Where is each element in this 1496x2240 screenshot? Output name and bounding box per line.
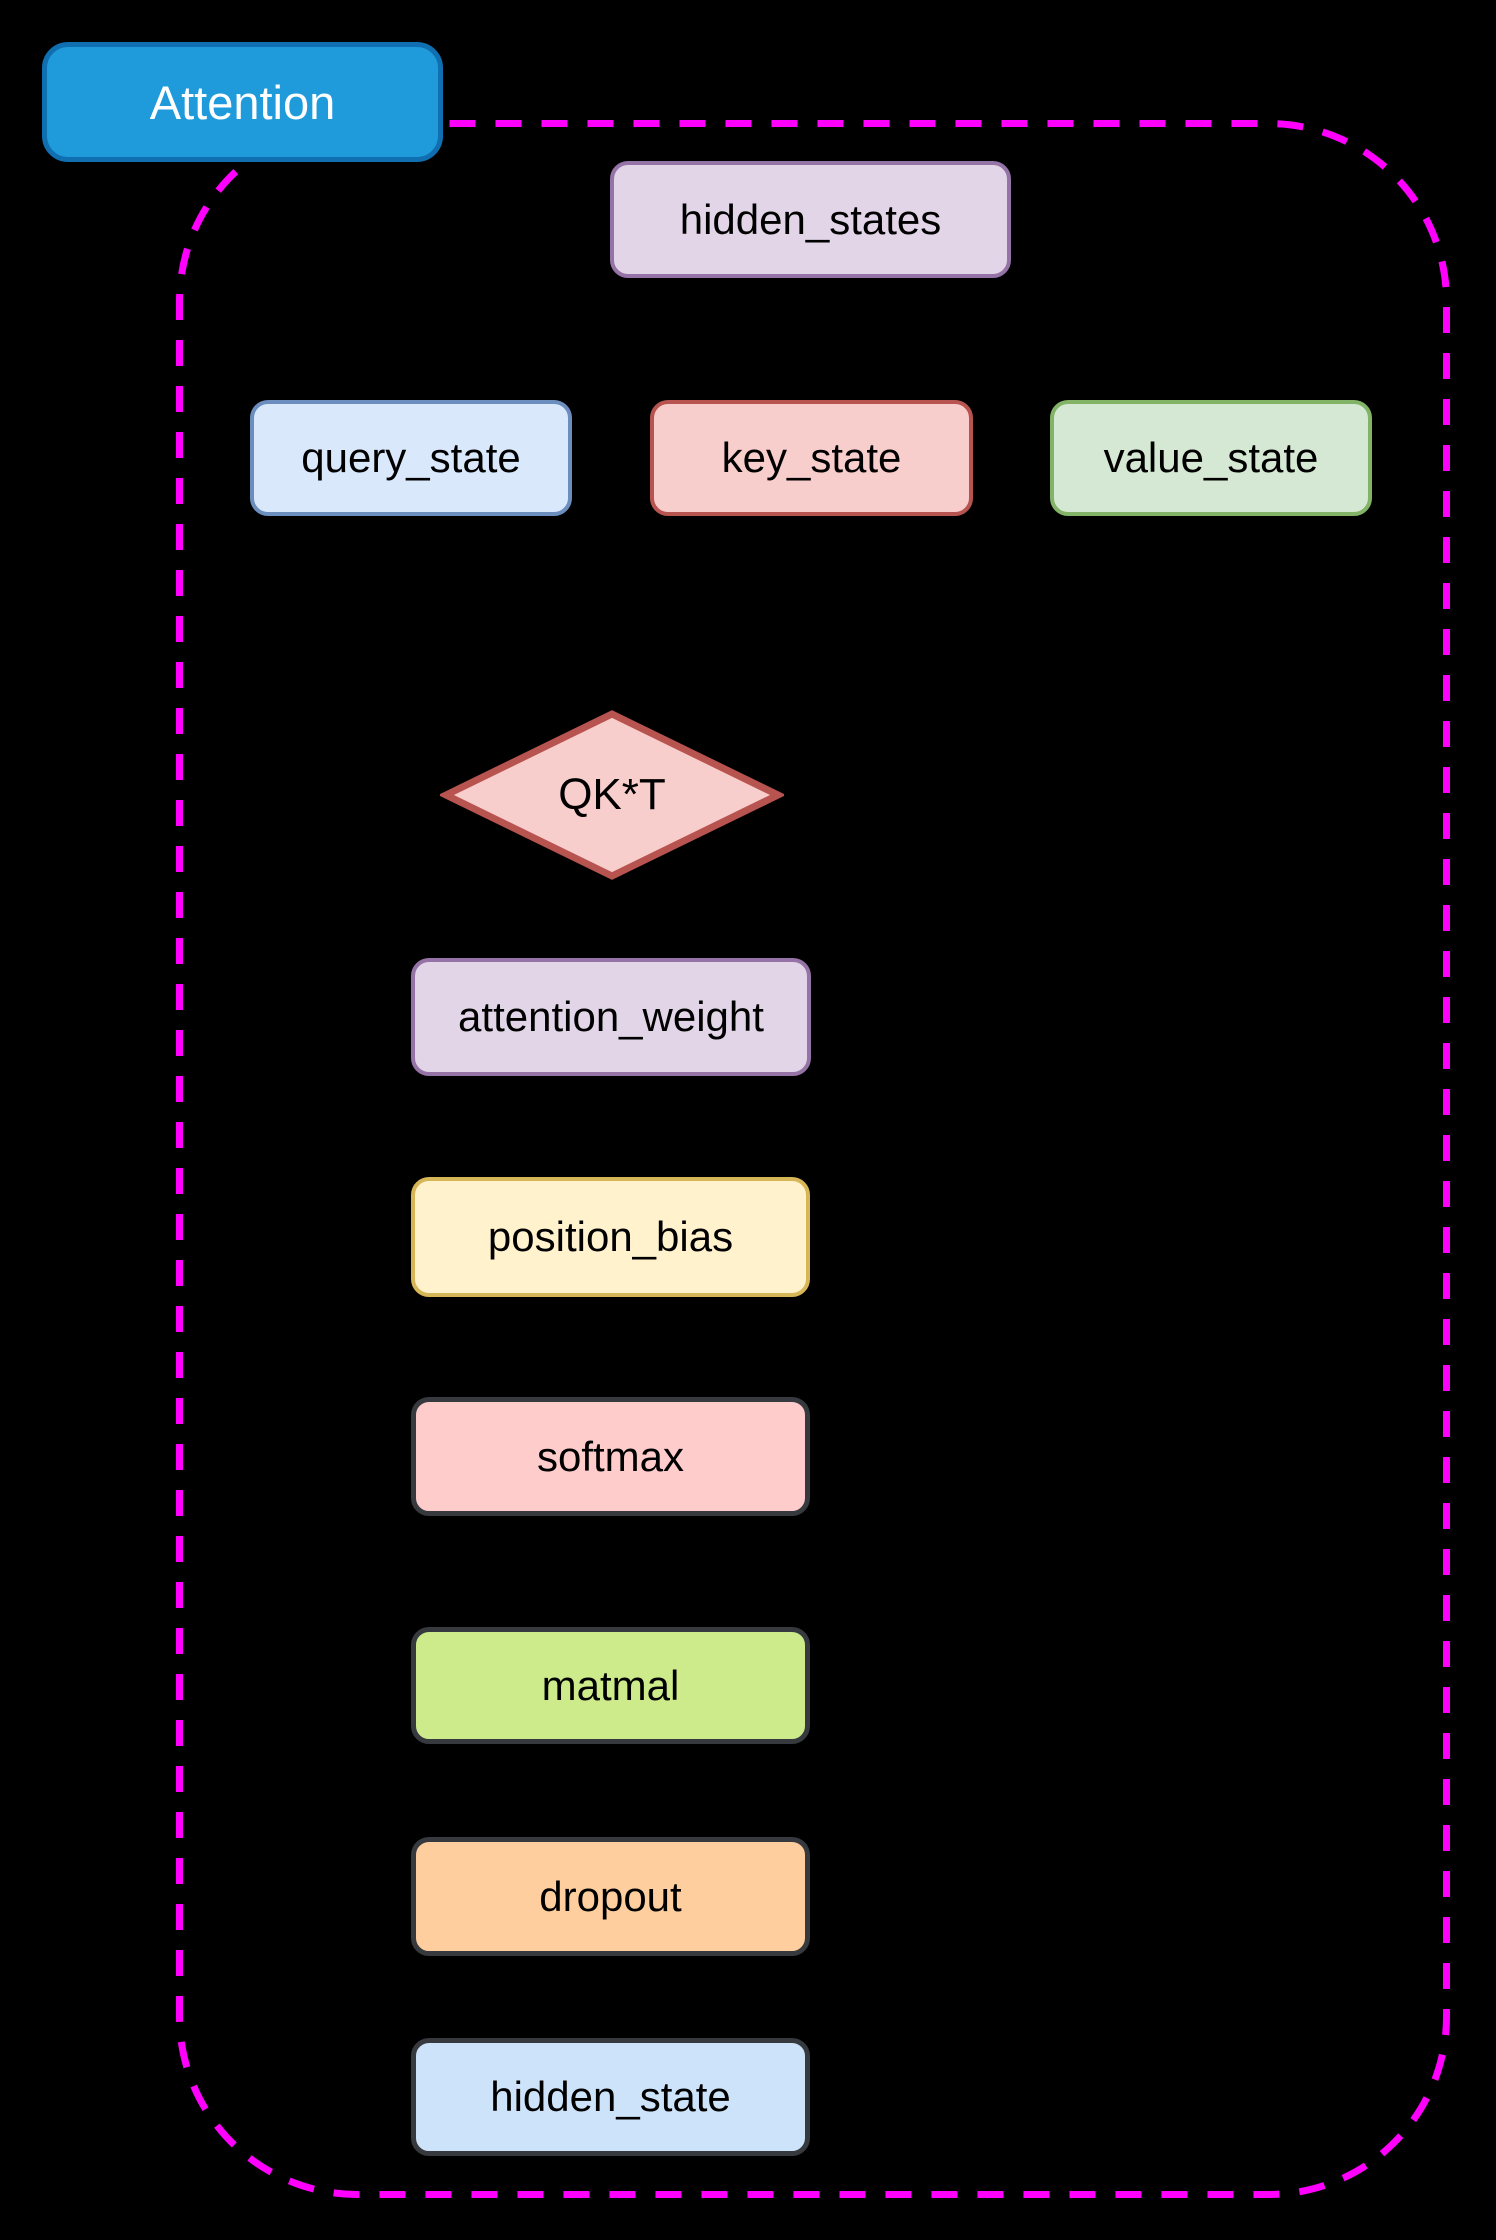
node-label: position_bias [487, 1213, 734, 1260]
node-label: softmax [536, 1432, 685, 1480]
node-hidden-state: hidden_state [411, 2038, 810, 2156]
node-label: QK*T [558, 770, 666, 819]
node-value-state: value_state [1050, 400, 1372, 516]
diamond-shape [440, 710, 784, 880]
node-label: matmal [541, 1661, 680, 1709]
node-label: hidden_states [679, 195, 942, 243]
attention-title-badge: Attention [42, 42, 443, 162]
attention-title-label: Attention [149, 75, 336, 129]
node-dropout: dropout [411, 1837, 810, 1956]
node-label: query_state [301, 434, 521, 481]
node-matmal: matmal [411, 1627, 810, 1744]
node-softmax: softmax [411, 1397, 810, 1516]
node-key-state: key_state [650, 400, 973, 516]
node-qkt-diamond: QK*T [440, 708, 784, 882]
node-label: value_state [1103, 434, 1319, 481]
node-position-bias: position_bias [411, 1177, 810, 1297]
node-label: attention_weight [458, 993, 764, 1040]
node-attention-weight: attention_weight [411, 958, 811, 1076]
node-label: dropout [539, 1872, 682, 1920]
node-query-state: query_state [250, 400, 572, 516]
node-label: key_state [721, 434, 902, 481]
node-label: hidden_state [490, 2073, 731, 2120]
node-hidden-states: hidden_states [610, 161, 1011, 278]
